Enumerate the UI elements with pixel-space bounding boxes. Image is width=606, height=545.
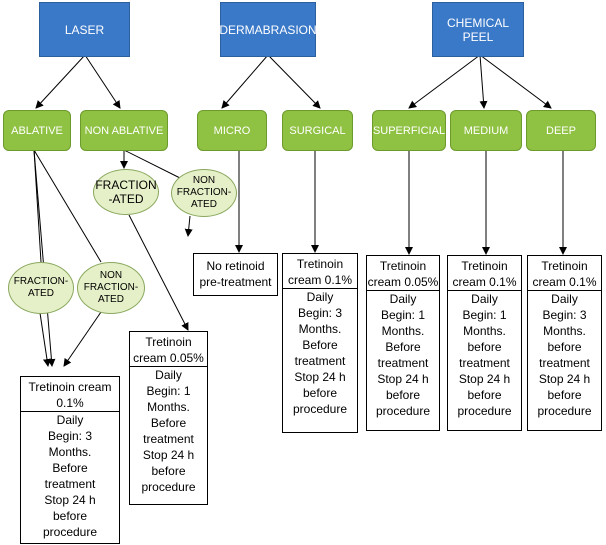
outcome-line: Months. xyxy=(543,324,586,338)
outcome-line: before xyxy=(467,388,502,402)
outcome-line: Daily xyxy=(306,290,334,304)
outcome-line: before xyxy=(52,509,88,523)
subtype-surgical: SURGICAL xyxy=(282,110,353,151)
arrow-laser-to-nonablative xyxy=(84,54,121,109)
outcome-line: procedure xyxy=(375,404,431,418)
subtype-non-ablative: NON ABLATIVE xyxy=(80,110,168,151)
subtype-micro: MICRO xyxy=(197,110,267,151)
outcome-line: Before xyxy=(150,416,187,430)
outcome-line: Begin: 1 xyxy=(146,384,191,398)
oval-ablative-fractionated: FRACTION- ATED xyxy=(8,262,74,314)
outcome-superficial: Tretinoin cream 0.05% Daily Begin: 1 Mon… xyxy=(366,255,440,431)
outcome-line: treatment xyxy=(44,477,96,491)
outcome-line: treatment xyxy=(459,356,510,370)
outcome-line: Months. xyxy=(298,322,342,336)
outcome-line: procedure xyxy=(141,480,196,494)
outcome-surgical: Tretinoin cream 0.1% Daily Begin: 3 Mont… xyxy=(282,253,358,433)
outcome-line: Before xyxy=(302,338,338,352)
outcome-line: procedure xyxy=(457,404,512,418)
category-dermabrasion: DERMABRASION xyxy=(219,2,317,57)
outcome-line: before xyxy=(151,464,186,478)
oval-ablative-non-fractionated: NON FRACTION- ATED xyxy=(77,262,145,314)
outcome-line: treatment xyxy=(294,354,346,368)
outcome-line: before xyxy=(385,388,421,402)
outcome-line: Daily xyxy=(155,368,182,382)
arrow-peel-to-medium xyxy=(479,54,488,109)
category-chemical-peel: CHEMICAL PEEL xyxy=(432,2,524,57)
outcome-line: procedure xyxy=(292,402,348,416)
outcome-line: Stop 24 h xyxy=(142,448,195,462)
outcome-line: Months. xyxy=(48,445,92,459)
arrow-peel-to-superficial xyxy=(408,54,481,109)
arrow-nafract-to-outcome xyxy=(128,214,189,331)
outcome-line: before xyxy=(467,340,502,354)
outcome-line: procedure xyxy=(42,525,98,539)
outcome-dose: Tretinoin cream 0.1% xyxy=(528,258,601,291)
subtype-medium: MEDIUM xyxy=(450,110,522,151)
arrow-derm-to-micro xyxy=(221,54,269,109)
outcome-dose: Tretinoin cream 0.1% xyxy=(283,256,357,289)
outcome-line: Daily xyxy=(56,413,84,427)
outcome-line: treatment xyxy=(539,356,590,370)
arrow-abfract-to-outcome xyxy=(39,312,51,367)
outcome-line: Daily xyxy=(471,292,498,306)
outcome-dose: Tretinoin cream 0.05% xyxy=(130,334,207,367)
outcome-dose: Tretinoin cream 0.1% xyxy=(21,379,119,412)
outcome-line: Begin: 3 xyxy=(542,308,587,322)
line-nonablative-to-nonfractionated xyxy=(123,149,181,179)
outcome-micro: No retinoid pre-treatment xyxy=(193,253,278,296)
line-ablative-to-nonfractionated xyxy=(33,149,102,263)
subtype-deep: DEEP xyxy=(526,110,596,151)
arrow-ablative-to-outcome xyxy=(33,149,56,367)
outcome-line: Daily xyxy=(389,292,417,306)
outcome-line: before xyxy=(302,386,338,400)
outcome-line: Begin: 3 xyxy=(297,306,343,320)
outcome-line: Begin: 1 xyxy=(462,308,507,322)
subtype-superficial: SUPERFICIAL xyxy=(372,110,446,151)
outcome-line: Stop 24 h xyxy=(44,493,96,507)
arrow-abnonfract-to-outcome xyxy=(63,311,102,367)
outcome-line: Before xyxy=(52,461,88,475)
outcome-dose: Tretinoin cream 0.05% xyxy=(367,259,439,291)
outcome-line: Begin: 1 xyxy=(380,308,426,322)
category-laser: LASER xyxy=(39,2,130,57)
outcome-line: Stop 24 h xyxy=(377,372,429,386)
arrow-laser-to-ablative xyxy=(35,54,86,109)
line-ablative-to-fractionated xyxy=(33,149,42,263)
outcome-line: Before xyxy=(385,340,421,354)
outcome-line: treatment xyxy=(377,356,429,370)
outcome-deep: Tretinoin cream 0.1% Daily Begin: 3 Mont… xyxy=(527,255,602,431)
outcome-line: Stop 24 h xyxy=(538,372,591,386)
outcome-line: Daily xyxy=(551,292,578,306)
outcome-line: before xyxy=(547,388,582,402)
arrow-peel-to-deep xyxy=(479,54,552,109)
outcome-non-ablative: Tretinoin cream 0.05% Daily Begin: 1 Mon… xyxy=(129,331,208,505)
outcome-medium: Tretinoin cream 0.1% Daily Begin: 1 Mont… xyxy=(447,255,522,431)
arrow-derm-to-surgical xyxy=(267,54,321,109)
outcome-line: Months. xyxy=(463,324,506,338)
outcome-line: Stop 24 h xyxy=(294,370,346,384)
outcome-text: No retinoid pre-treatment xyxy=(199,259,272,289)
outcome-line: Months. xyxy=(147,400,190,414)
outcome-line: before xyxy=(547,340,582,354)
outcome-line: Begin: 3 xyxy=(47,429,93,443)
oval-nonablative-non-fractionated: NON FRACTION- ATED xyxy=(171,169,237,217)
arrow-nanonfract-to-outcome xyxy=(184,215,193,237)
oval-nonablative-fractionated: FRACTION -ATED xyxy=(93,169,159,215)
outcome-line: treatment xyxy=(143,432,194,446)
outcome-line: procedure xyxy=(537,404,592,418)
outcome-ablative: Tretinoin cream 0.1% Daily Begin: 3 Mont… xyxy=(20,376,120,544)
outcome-line: Stop 24 h xyxy=(458,372,511,386)
outcome-dose: Tretinoin cream 0.1% xyxy=(448,258,521,291)
subtype-ablative: ABLATIVE xyxy=(3,110,71,151)
outcome-line: Months. xyxy=(381,324,425,338)
